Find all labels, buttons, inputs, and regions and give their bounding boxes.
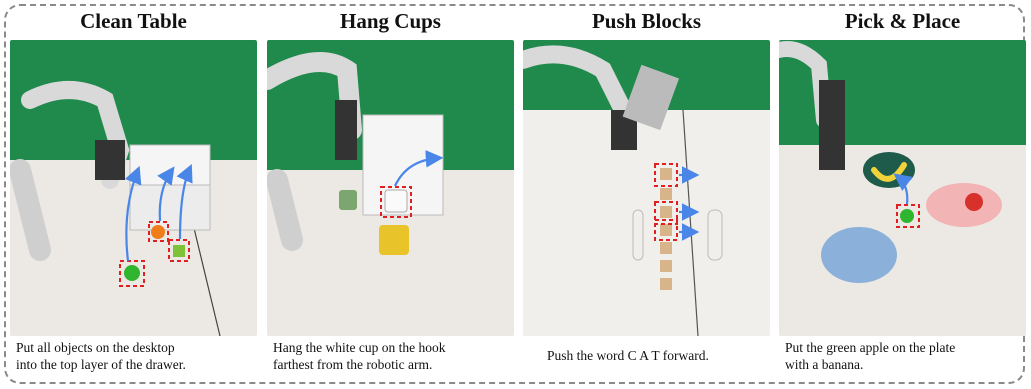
panel-caption: Put all objects on the desktop into the … (16, 339, 256, 373)
caption-line: Push the word C A T forward. (547, 348, 709, 363)
caption-line: with a banana. (785, 357, 864, 372)
panel-title: Push Blocks (591, 9, 702, 33)
panel-pick-place: Pick & Place Put the green apple on the … (779, 6, 1026, 382)
clean-table-photo (10, 40, 257, 336)
pick-place-photo (779, 40, 1026, 336)
caption-line: Hang the white cup on the hook (273, 340, 446, 355)
panel-hang-cups: Hang Cups Hang the white cup on the hook… (267, 6, 514, 382)
hang-cups-photo (267, 40, 514, 336)
panel-title: Pick & Place (844, 9, 961, 33)
panel-title: Clean Table (80, 9, 187, 33)
panel-caption: Hang the white cup on the hook farthest … (273, 339, 513, 373)
caption-line: Put all objects on the desktop (16, 340, 175, 355)
panel-caption: Push the word C A T forward. (547, 347, 787, 364)
caption-line: farthest from the robotic arm. (273, 357, 433, 372)
panel-push-blocks: Push Blocks Push the word C A (523, 6, 770, 382)
push-blocks-photo (523, 40, 770, 336)
caption-line: into the top layer of the drawer. (16, 357, 186, 372)
panel-caption: Put the green apple on the plate with a … (785, 339, 1025, 373)
caption-line: Put the green apple on the plate (785, 340, 956, 355)
panel-clean-table: Clean Table Put all objects on the de (10, 6, 257, 382)
panel-title: Hang Cups (340, 9, 441, 33)
